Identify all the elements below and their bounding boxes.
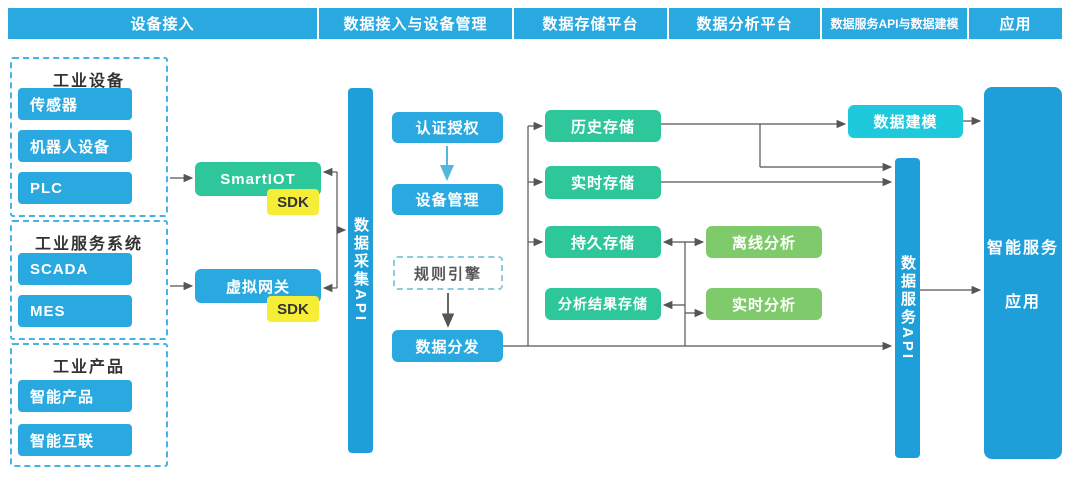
node-smart-product: 智能产品 [18,380,132,412]
bar-data-service-api: 数据服务API [895,158,920,458]
smart-service-label: 智能服务 [986,240,1059,257]
node-mes: MES [18,295,132,327]
node-data-dispatch: 数据分发 [392,330,503,362]
node-realtime-storage: 实时存储 [545,166,661,199]
header-section-analysis-platform: 数据分析平台 [669,8,820,39]
group-title: 工业产品 [52,359,125,376]
header-section-storage-platform: 数据存储平台 [514,8,667,39]
node-robot-device: 机器人设备 [18,130,132,162]
group-title: 工业服务系统 [34,236,143,253]
node-smartiot-sdk: SDK [267,189,319,215]
application-label: 应用 [1004,294,1041,311]
group-title: 工业设备 [52,73,125,90]
node-sensor: 传感器 [18,88,132,120]
node-smart-interconnect: 智能互联 [18,424,132,456]
header-section-data-ingest-mgmt: 数据接入与设备管理 [319,8,512,39]
header-section-device-access: 设备接入 [8,8,317,39]
node-rule-engine: 规则引擎 [393,256,503,290]
node-offline-analysis: 离线分析 [706,226,822,258]
node-realtime-analysis: 实时分析 [706,288,822,320]
node-plc: PLC [18,172,132,204]
bar-data-collection-api: 数据采集API [348,88,373,453]
header-section-application: 应用 [969,8,1062,39]
node-smart-service-application: 智能服务 应用 [984,87,1062,459]
node-persistent-storage: 持久存储 [545,226,661,258]
node-auth: 认证授权 [392,112,503,143]
node-device-mgmt: 设备管理 [392,184,503,215]
node-analysis-result-storage: 分析结果存储 [545,288,661,320]
node-history-storage: 历史存储 [545,110,661,142]
header-section-service-api-modeling: 数据服务API与数据建模 [822,8,967,39]
node-virtual-gateway-sdk: SDK [267,296,319,322]
node-virtual-gateway: 虚拟网关 [195,269,321,303]
node-scada: SCADA [18,253,132,285]
node-data-modeling: 数据建模 [848,105,963,138]
